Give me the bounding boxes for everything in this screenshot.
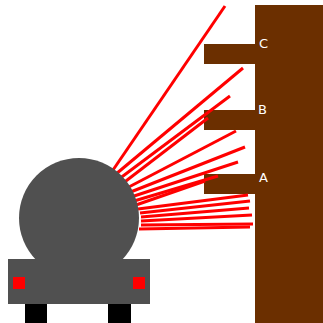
wheel <box>25 304 47 323</box>
shelf-label: B <box>258 103 267 117</box>
shelf <box>204 44 256 64</box>
truck-body <box>8 259 150 304</box>
shelf-label: C <box>259 37 268 51</box>
shelf <box>204 110 256 130</box>
wheel <box>108 304 131 323</box>
shelf-label: A <box>259 171 268 185</box>
tail-light <box>13 277 25 289</box>
wall <box>255 5 323 323</box>
tail-light <box>133 277 145 289</box>
